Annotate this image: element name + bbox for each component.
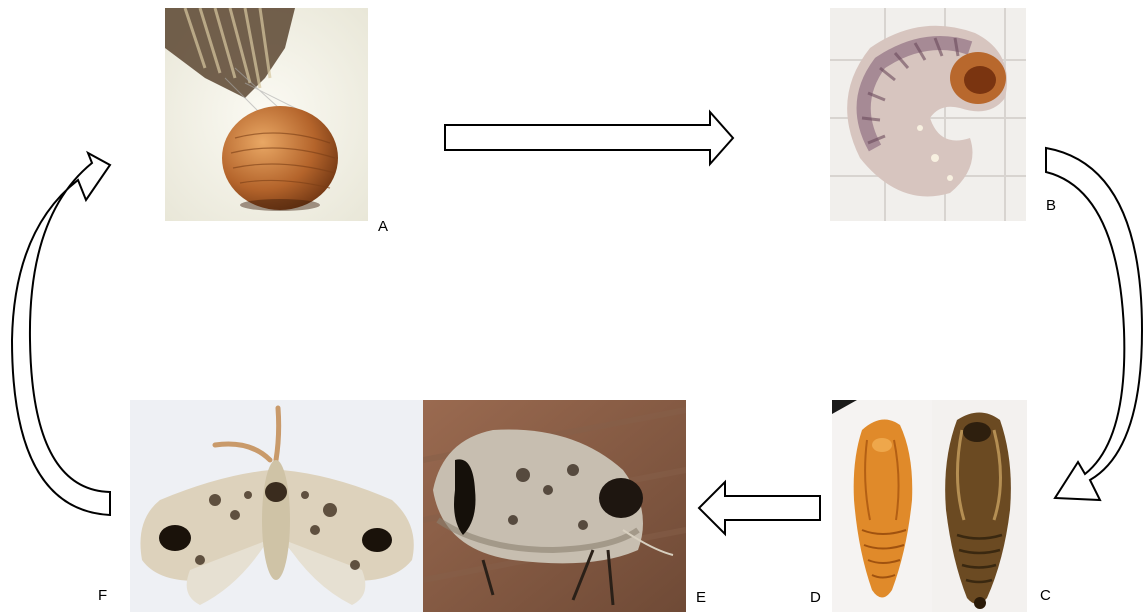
arrow-egg-to-larva-icon <box>445 112 733 164</box>
stage-label-c: C <box>1040 588 1051 603</box>
stage-label-f: F <box>98 588 107 603</box>
stage-label-a: A <box>378 219 388 234</box>
stage-label-b: B <box>1046 198 1056 213</box>
arrow-moth-to-egg-icon <box>12 153 110 515</box>
stage-label-e: E <box>696 590 706 605</box>
arrow-larva-to-pupa-icon <box>1046 148 1142 500</box>
stage-label-d: D <box>810 590 821 605</box>
arrow-pupa-to-moth-icon <box>699 482 820 534</box>
